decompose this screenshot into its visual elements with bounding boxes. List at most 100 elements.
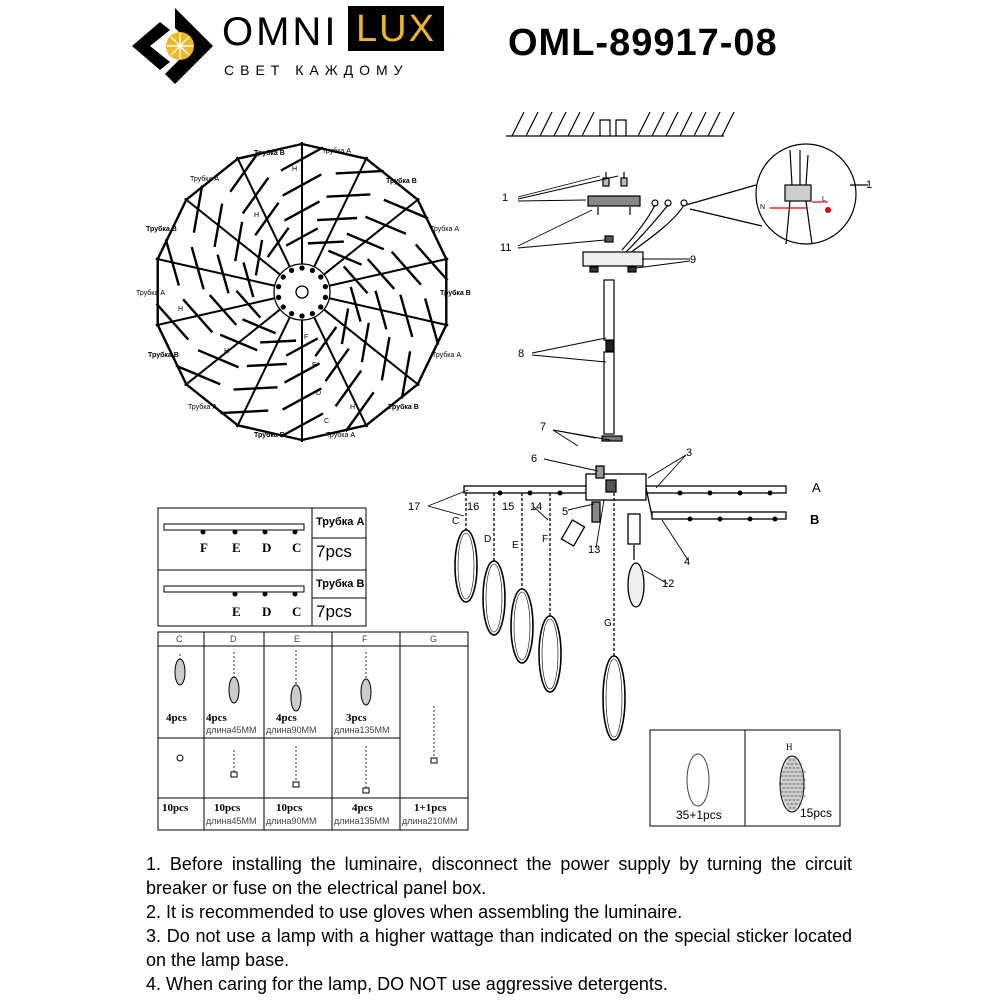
mesh-cell (788, 766, 792, 770)
tube-socket (232, 529, 238, 535)
mesh-cell (790, 770, 794, 774)
radial-tube (184, 308, 281, 387)
hub-center (295, 285, 309, 299)
pendant-letter-g: G (604, 618, 612, 629)
mesh-cell (788, 798, 792, 802)
mesh-cell (798, 778, 802, 782)
mesh-cell (798, 794, 802, 798)
hub-dot (309, 267, 316, 274)
parts-qty: 4pcs (206, 712, 227, 724)
tube-a-letter: F (200, 540, 208, 555)
outer-crystal (237, 424, 303, 442)
hatch-line (651, 111, 665, 137)
pendant-letter-c: C (452, 516, 460, 527)
parts-header-g: G (430, 634, 438, 644)
arm-a-label: A (812, 480, 821, 495)
pendant-crystal (510, 588, 534, 664)
mesh-cell (788, 790, 792, 794)
parts-header-f: F (362, 634, 368, 644)
mesh-cell (780, 782, 784, 786)
tube-b-letter: E (232, 604, 241, 619)
mesh-cell (784, 790, 788, 794)
mesh-cell (782, 770, 786, 774)
callout-13: 13 (588, 544, 601, 556)
outer-crystal (416, 324, 448, 385)
hub-dot (288, 310, 295, 317)
mesh-cell (800, 782, 804, 786)
pendant-letter-e: E (512, 540, 519, 551)
crystal-bar (364, 215, 407, 235)
pendant-crystal-inner (485, 563, 503, 633)
crystal-bar (390, 250, 422, 286)
crystal-bar (342, 265, 369, 295)
hub-dot (299, 265, 305, 271)
top-view-label: Трубка В (440, 290, 471, 297)
hub-dot (280, 304, 286, 310)
tube-socket (292, 529, 298, 535)
crystal-bar (175, 364, 221, 386)
marker-c: C (324, 418, 330, 425)
arm-socket (767, 490, 773, 496)
hatch-line (693, 111, 707, 137)
arm-socket (772, 516, 778, 522)
crystal-bar (219, 333, 258, 352)
callout-9: 9 (690, 254, 697, 266)
mesh-crystal (228, 676, 240, 704)
parts-qty: 4pcs (352, 802, 373, 814)
marker-f: F (304, 334, 309, 341)
crystal-qty-plain: 35+1pcs (676, 808, 722, 822)
crystal-bar (241, 177, 270, 215)
model-number: OML-89917-08 (508, 22, 778, 64)
crystal-bar (285, 337, 319, 357)
parts-length: длина90MM (266, 816, 317, 826)
mesh-cell (792, 798, 796, 802)
marker-h: H (178, 306, 184, 313)
mesh-cell (800, 774, 804, 778)
tube-socket (200, 529, 206, 535)
top-view-label: Трубка А (326, 432, 356, 439)
radial-tube (313, 156, 368, 268)
parts-table (157, 631, 469, 831)
radial-tube (236, 156, 291, 268)
callout-12: 12 (662, 578, 675, 590)
mesh-cell (780, 790, 784, 794)
hatch-line (525, 111, 539, 137)
mesh-cell (780, 774, 784, 778)
top-view-label: Трубка А (430, 226, 460, 233)
crystal-bar (164, 238, 181, 286)
hatch-line (567, 111, 581, 137)
tube-socket (292, 591, 298, 597)
marker-d: D (316, 390, 322, 397)
crystal-bar (246, 362, 287, 368)
crystal-bar (340, 308, 350, 345)
ring (176, 754, 184, 762)
crystal-bar (335, 169, 384, 175)
crystal-bar (235, 289, 262, 319)
arm-socket (717, 516, 723, 522)
hatch-line (637, 111, 651, 137)
hatch-line (539, 111, 553, 137)
callout-11: 11 (500, 242, 512, 254)
outer-crystal (301, 142, 367, 160)
crystal-bar (374, 290, 388, 330)
hook (292, 781, 300, 788)
crystal-bar (283, 362, 321, 384)
marker-e: E (312, 362, 317, 369)
tube-table (157, 507, 367, 627)
mesh-cell (802, 770, 806, 774)
radial-tube (155, 257, 275, 287)
arm-socket (527, 490, 533, 496)
arm-b-label: B (810, 512, 820, 527)
tube-b-letter: C (292, 604, 302, 619)
callout-6: 6 (531, 453, 538, 465)
radial-tube (313, 316, 368, 428)
radial-tube (323, 197, 420, 276)
top-view-drawing (155, 142, 449, 442)
hub-dot (280, 274, 286, 280)
crystal-bar (220, 409, 269, 415)
radial-tube (323, 308, 420, 387)
hook (362, 787, 370, 794)
top-view-label: Трубка А (190, 176, 220, 183)
crystal-bar (383, 198, 429, 220)
parts-qty: 3pcs (346, 712, 367, 724)
